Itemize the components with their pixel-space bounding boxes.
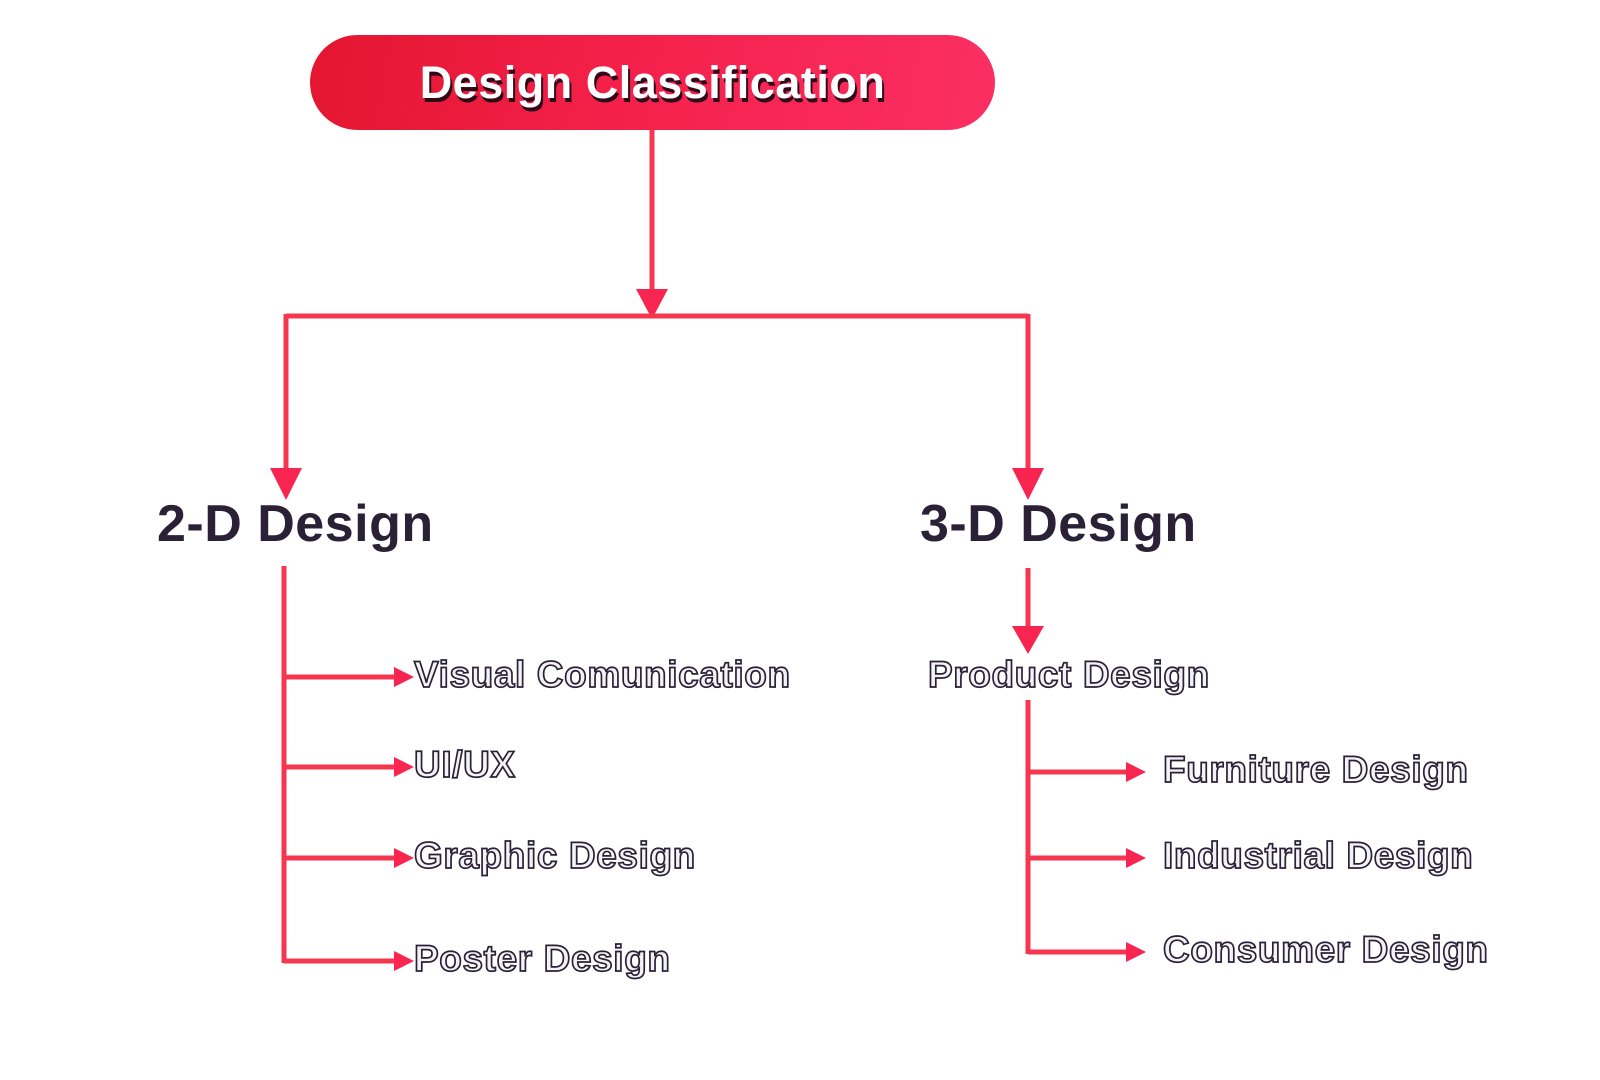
node-furniture-design: Furniture Design xyxy=(1162,748,1469,791)
branch-2d-label: 2-D Design xyxy=(157,495,434,553)
root-node: Design Classification xyxy=(310,35,995,130)
node-industrial-design: Industrial Design xyxy=(1162,834,1474,877)
3d-to-product-arrowhead-icon xyxy=(1012,626,1044,654)
root-to-split-arrowhead-icon xyxy=(636,289,668,319)
node-visual-comunication: Visual Comunication xyxy=(413,653,791,696)
node-graphic-design: Graphic Design xyxy=(413,834,696,877)
leaf-industrial-arrowhead-icon xyxy=(1126,848,1146,868)
node-consumer-design: Consumer Design xyxy=(1162,928,1489,971)
split-to-2d-arrowhead-icon xyxy=(270,468,302,500)
leaf-furniture-arrowhead-icon xyxy=(1126,762,1146,782)
leaf-visual-arrowhead-icon xyxy=(394,667,414,687)
split-to-3d-arrowhead-icon xyxy=(1012,468,1044,500)
node-ui-ux: UI/UX xyxy=(413,743,516,786)
root-node-label: Design Classification xyxy=(419,56,886,108)
leaf-graphic-arrowhead-icon xyxy=(394,848,414,868)
leaf-poster-arrowhead-icon xyxy=(394,951,414,971)
branch-3d-label: 3-D Design xyxy=(920,495,1197,553)
node-poster-design: Poster Design xyxy=(413,937,671,980)
node-product-design: Product Design xyxy=(927,653,1210,696)
leaf-uiux-arrowhead-icon xyxy=(394,757,414,777)
leaf-consumer-arrowhead-icon xyxy=(1126,942,1146,962)
